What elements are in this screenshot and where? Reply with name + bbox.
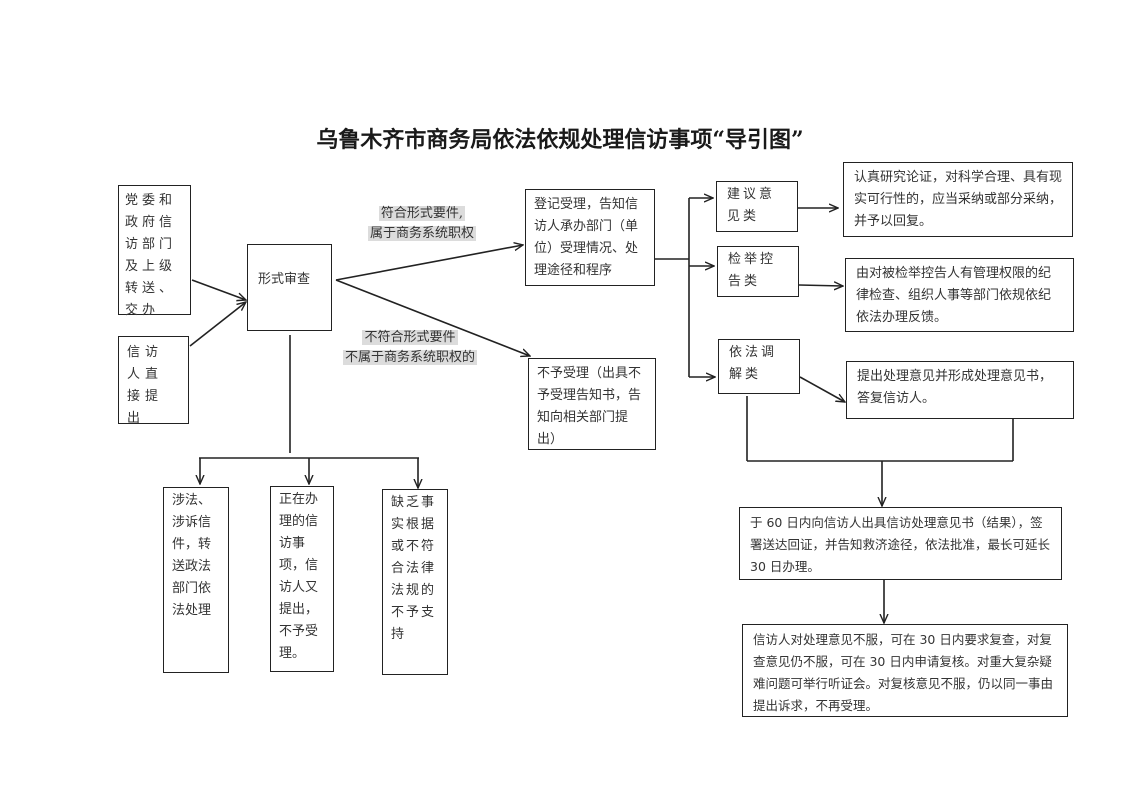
exclusion-box-2: 正在办理的信访事项，信访人又提出，不予受理。 <box>270 486 334 672</box>
exclusion-text-2: 正在办理的信访事项，信访人又提出，不予受理。 <box>279 492 319 661</box>
appeal-box: 信访人对处理意见不服，可在 30 日内要求复查，对复查意见仍不服，可在 30 日… <box>742 624 1068 717</box>
exclusion-text-3: 缺乏事实根据或不符合法律法规的不予支持 <box>391 495 437 642</box>
action-text-suggestion: 认真研究论证，对科学合理、具有现实可行性的，应当采纳或部分采纳，并予以回复。 <box>854 170 1063 229</box>
source-transfer-text: 党委和政府信访部门及上级转送、交办 <box>125 193 177 318</box>
accept-register-text: 登记受理，告知信访人承办部门（单位）受理情况、处理途径和程序 <box>534 197 639 278</box>
page-title: 乌鲁木齐市商务局依法依规处理信访事项“导引图” <box>316 127 804 153</box>
accept-condition-line1: 符合形式要件, <box>378 206 466 221</box>
arrow-transfer-to-review <box>191 279 246 300</box>
accept-condition-line2: 属于商务系统职权 <box>367 226 476 241</box>
category-name-suggestion: 建议意见类 <box>727 187 776 224</box>
action-text-report: 由对被检举控告人有管理权限的纪律检查、组织人事等部门依规依纪依法办理反馈。 <box>856 266 1052 325</box>
category-box-suggestion: 建议意见类 <box>716 181 798 232</box>
category-name-mediation: 依法调解类 <box>729 345 778 382</box>
category-box-mediation: 依法调解类 <box>718 339 800 394</box>
arrow-category-2-to-action <box>798 285 843 286</box>
reject-condition-line1: 不符合形式要件 <box>362 330 458 345</box>
category-box-report: 检举控告类 <box>717 246 799 297</box>
arrow-direct-to-review <box>189 302 246 347</box>
source-direct-box: 信访人直接提出 <box>118 336 189 426</box>
category-name-report: 检举控告类 <box>728 252 777 289</box>
exclusion-box-1: 涉法、涉诉信件，转送政法部门依法处理 <box>163 487 229 673</box>
arrow-category-3-to-action <box>799 376 845 402</box>
reject-text: 不予受理（出具不予受理告知书，告知向相关部门提出） <box>537 366 642 447</box>
source-transfer-box: 党委和政府信访部门及上级转送、交办 <box>118 185 191 318</box>
reject-condition-line2: 不属于商务系统职权的 <box>342 350 477 365</box>
arrow-review-to-reject <box>335 279 530 356</box>
accept-register-box: 登记受理，告知信访人承办部门（单位）受理情况、处理途径和程序 <box>525 189 655 286</box>
source-direct-text: 信访人直接提出 <box>127 345 164 426</box>
action-box-suggestion: 认真研究论证，对科学合理、具有现实可行性的，应当采纳或部分采纳，并予以回复。 <box>843 162 1073 237</box>
form-review-box: 形式审查 <box>247 244 332 331</box>
action-box-report: 由对被检举控告人有管理权限的纪律检查、组织人事等部门依规依纪依法办理反馈。 <box>845 258 1074 332</box>
exclusion-box-3: 缺乏事实根据或不符合法律法规的不予支持 <box>382 489 448 675</box>
action-box-mediation: 提出处理意见并形成处理意见书，答复信访人。 <box>846 361 1074 419</box>
reject-box: 不予受理（出具不予受理告知书，告知向相关部门提出） <box>528 358 656 450</box>
accept-condition-label: 符合形式要件, 属于商务系统职权 <box>352 204 492 244</box>
form-review-text: 形式审查 <box>258 272 311 287</box>
exclusion-text-1: 涉法、涉诉信件，转送政法部门依法处理 <box>172 493 212 618</box>
arrow-review-to-accept <box>335 245 523 281</box>
result-text: 于 60 日内向信访人出具信访处理意见书（结果），签署送达回证，并告知救济途径，… <box>750 515 1051 574</box>
action-text-mediation: 提出处理意见并形成处理意见书，答复信访人。 <box>857 369 1053 406</box>
result-box: 于 60 日内向信访人出具信访处理意见书（结果），签署送达回证，并告知救济途径，… <box>739 507 1062 580</box>
appeal-text: 信访人对处理意见不服，可在 30 日内要求复查，对复查意见仍不服，可在 30 日… <box>753 632 1054 713</box>
reject-condition-label: 不符合形式要件 不属于商务系统职权的 <box>335 328 485 368</box>
